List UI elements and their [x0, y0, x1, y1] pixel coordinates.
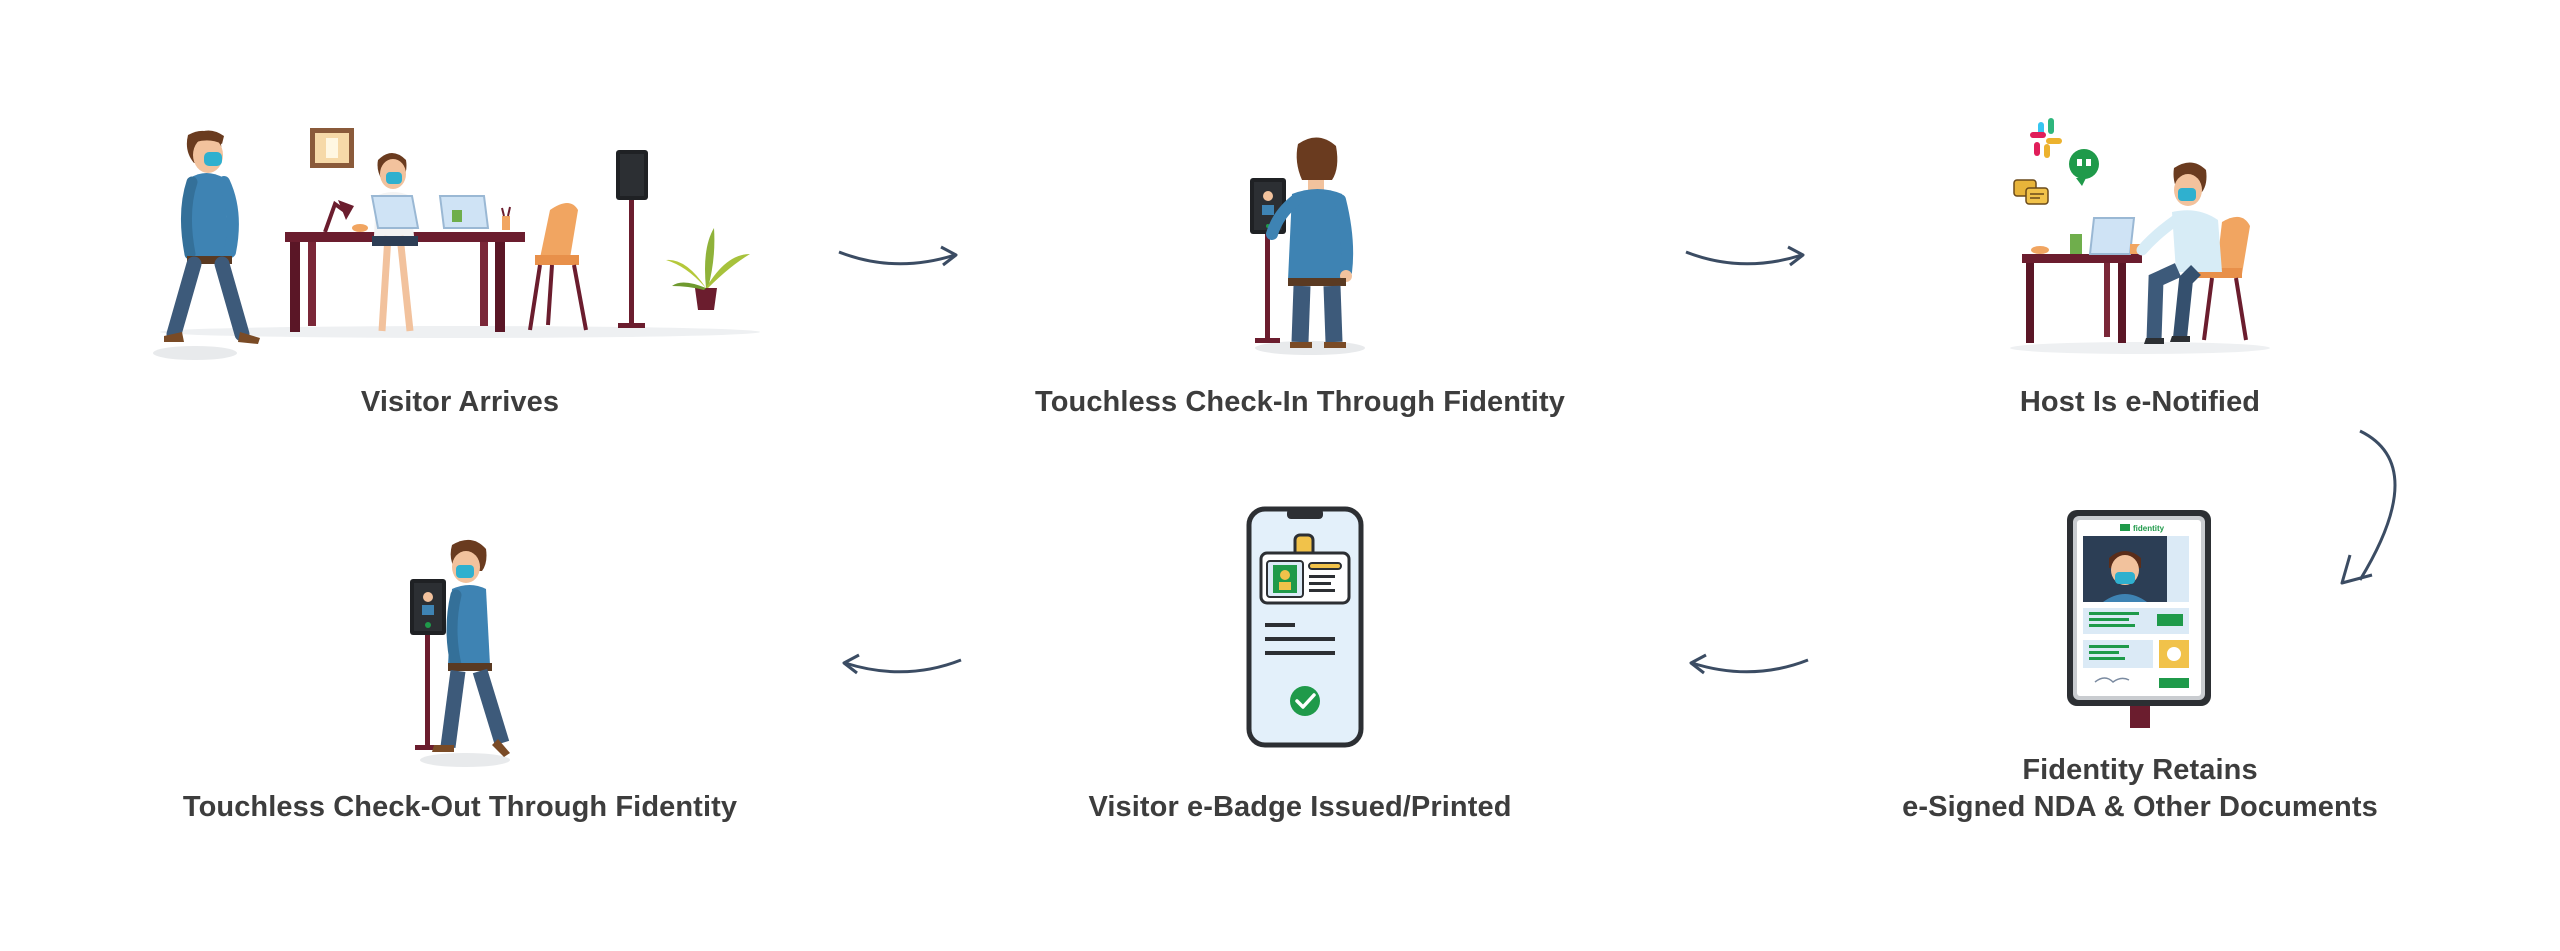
touchless-check-in-illustration [1240, 130, 1380, 360]
step-label-visitor-badge: Visitor e-Badge Issued/Printed [1088, 791, 1512, 823]
visitor-arrives-illustration [150, 110, 780, 370]
potted-plant-icon [666, 228, 750, 310]
kiosk-stand-icon [1250, 178, 1286, 343]
flow-arrow-left-2 [842, 653, 962, 675]
hangouts-icon [2069, 149, 2099, 186]
slack-icon [2030, 118, 2062, 158]
fidentity-tablet-illustration: fidentity [2065, 508, 2215, 733]
host-notified-illustration [2000, 110, 2280, 360]
step-label-fidentity-retains: Fidentity Retains e-Signed NDA & Other D… [1740, 752, 2540, 826]
step-label-visitor-arrives: Visitor Arrives [360, 386, 560, 418]
step-label-touchless-check-out: Touchless Check-Out Through Fidentity [182, 791, 738, 823]
flow-arrow-right-2 [1685, 245, 1805, 267]
kiosk-stand-icon [410, 579, 446, 750]
departing-visitor-figure [432, 539, 510, 757]
wall-frame-icon [310, 128, 354, 168]
chair-icon [2196, 216, 2250, 341]
check-circle-icon [1290, 686, 1320, 716]
tablet-brand-logo: fidentity [2133, 524, 2165, 533]
chat-bubbles-icon [2013, 179, 2049, 205]
chair-icon [528, 203, 588, 331]
visitor-back-figure [1266, 137, 1354, 348]
step-label-line-1: Fidentity Retains [2022, 754, 2258, 786]
step-label-touchless-check-in: Touchless Check-In Through Fidentity [1035, 386, 1565, 418]
host-desk [2022, 254, 2142, 343]
id-badge-icon [1259, 533, 1351, 605]
e-badge-phone-illustration [1245, 505, 1365, 750]
host-figure [2136, 162, 2222, 344]
kiosk-stand-icon [616, 150, 648, 328]
flow-arrow-down [2340, 429, 2397, 585]
walking-visitor-figure [164, 130, 260, 344]
receptionist-figure [372, 153, 418, 332]
flow-arrow-right-1 [838, 245, 958, 267]
flow-arrow-left-1 [1689, 653, 1809, 675]
touchless-check-out-illustration [400, 535, 530, 770]
step-label-line-2: e-Signed NDA & Other Documents [1902, 791, 2378, 823]
step-label-host-notified: Host Is e-Notified [2019, 386, 2261, 418]
